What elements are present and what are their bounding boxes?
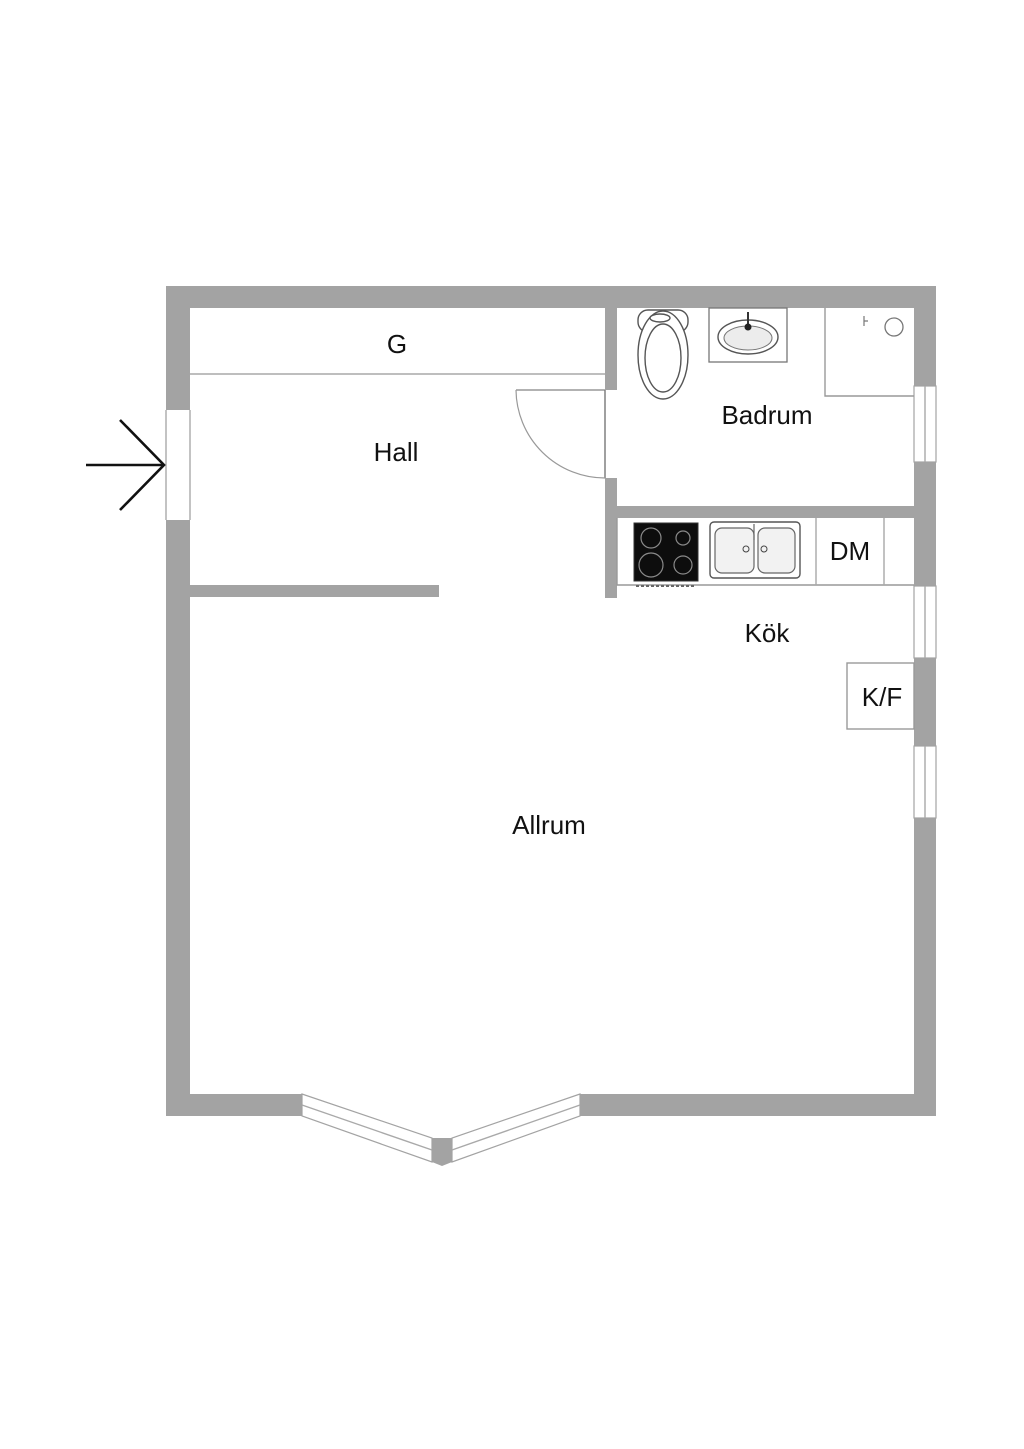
double-sink-icon — [709, 521, 801, 579]
room-label-fridge-freezer: K/F — [862, 682, 902, 712]
wall-top — [166, 286, 936, 308]
room-label-closet: G — [387, 329, 407, 359]
windows — [301, 385, 937, 1166]
wall-bottom-right — [580, 1094, 936, 1116]
wall-right-3 — [914, 658, 936, 746]
wall-right-2 — [914, 462, 936, 586]
room-label-living-room: Allrum — [512, 810, 586, 840]
wall-left-lower — [166, 520, 190, 1116]
exterior-walls — [166, 286, 936, 1116]
wall-bathroom-left-lower — [605, 478, 617, 506]
room-label-bathroom: Badrum — [721, 400, 812, 430]
bathroom-door — [515, 389, 606, 479]
shower-icon — [824, 308, 914, 397]
wall-left-upper — [166, 286, 190, 410]
room-label-dishwasher: DM — [830, 536, 870, 566]
arrow-right-icon — [86, 419, 166, 511]
wall-bottom-left — [166, 1094, 302, 1116]
wall-right-1 — [914, 286, 936, 386]
interior-walls — [190, 308, 914, 598]
toilet-icon — [637, 309, 689, 400]
kitchen-counter — [616, 518, 914, 586]
wall-bathroom-bottom — [605, 506, 914, 518]
wall-bathroom-left — [605, 308, 617, 390]
room-label-kitchen: Kök — [745, 618, 791, 648]
fridge-freezer — [846, 662, 915, 730]
bay-window-mullion — [432, 1138, 452, 1166]
sink-icon — [708, 307, 788, 363]
wall-kitchen-left — [605, 518, 617, 598]
wall-right-4 — [914, 818, 936, 1116]
stove-icon — [633, 522, 699, 587]
entrance — [86, 410, 191, 520]
room-label-hall: Hall — [374, 437, 419, 467]
wall-hall-partition — [190, 585, 439, 597]
